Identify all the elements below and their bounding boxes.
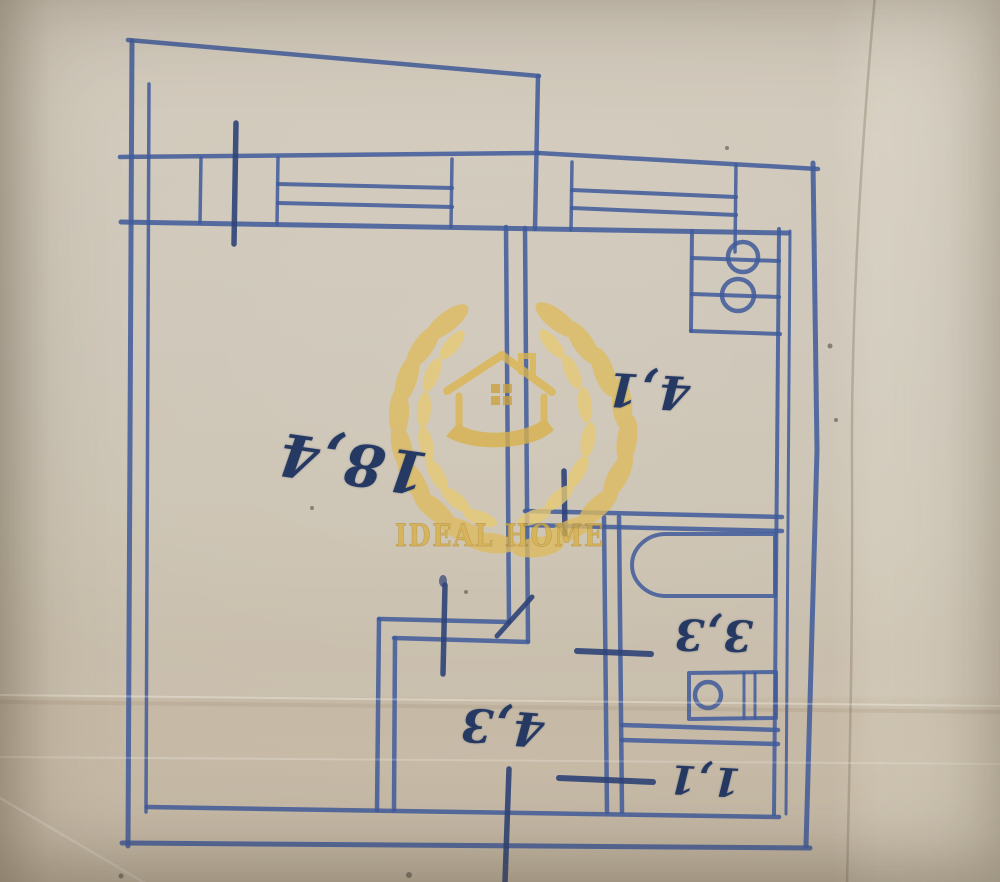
kitchen-area-label: 4,1 (603, 361, 693, 421)
bathtub-symbol (630, 532, 777, 598)
house-icon (443, 351, 556, 448)
door-swing-mark (494, 594, 535, 639)
storage-area-label: 1,1 (666, 755, 742, 805)
hallway-area-label: 4,3 (457, 697, 547, 757)
dimension-ticks (231, 120, 656, 882)
window-symbols (198, 156, 738, 254)
bathroom-area-label: 3,3 (672, 608, 754, 660)
watermark-brand-text: IDEAL HOME (395, 518, 605, 554)
interior-walls (374, 224, 785, 815)
house-window-icon (491, 384, 512, 405)
laurel-wreath-icon (388, 302, 638, 558)
toilet-symbol (687, 670, 778, 721)
kitchen-sink-stove-symbol (689, 229, 782, 336)
exterior-walls (117, 38, 821, 851)
hand-icon (446, 418, 554, 448)
balcony-outline (125, 37, 542, 232)
ink-specks (118, 146, 838, 879)
